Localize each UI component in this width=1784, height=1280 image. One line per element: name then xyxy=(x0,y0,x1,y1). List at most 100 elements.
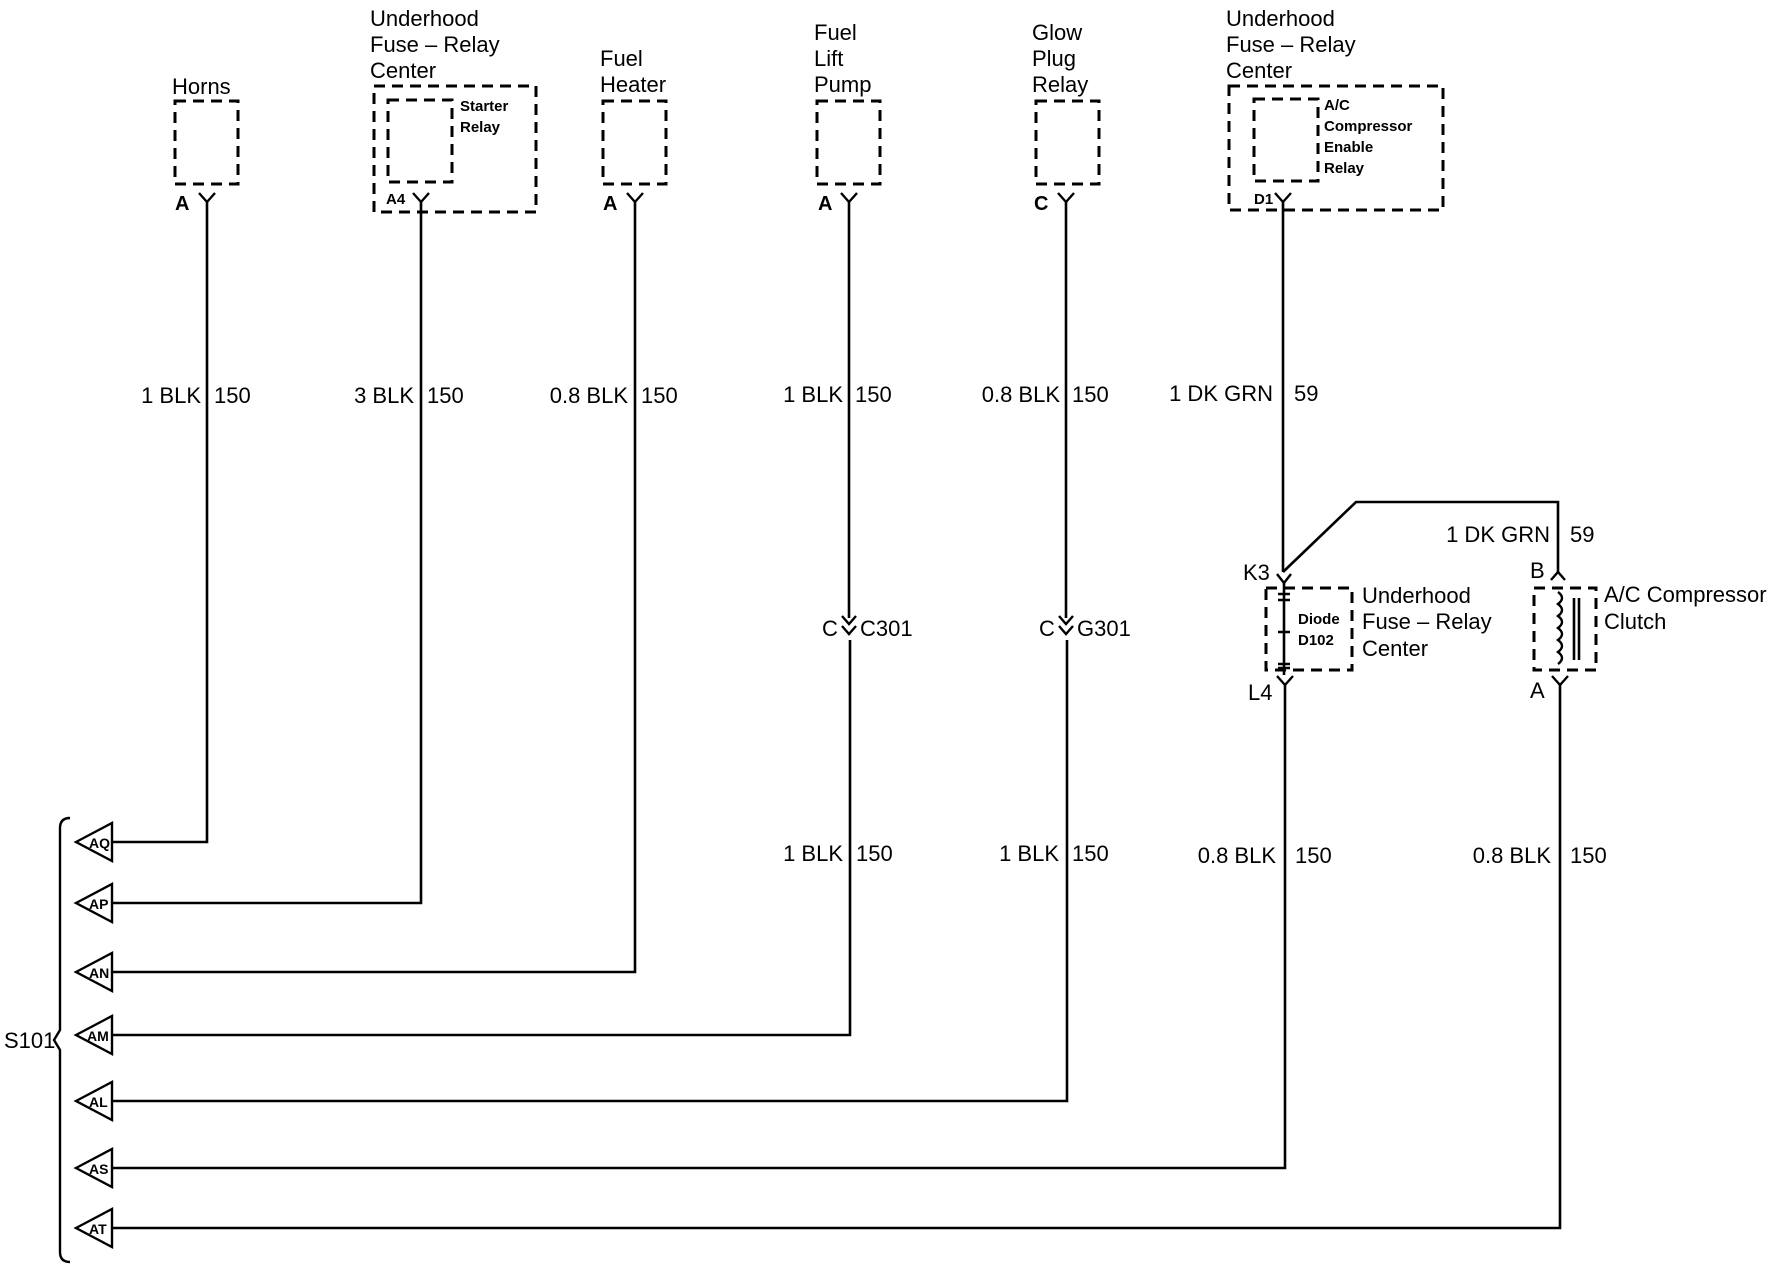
starter-relay-pin: A4 xyxy=(386,191,406,208)
clutch-feed-wire-color: 1 DK GRN xyxy=(1446,522,1550,547)
starter-center-label-2: Fuse – Relay xyxy=(370,32,500,57)
clutch-top-fork xyxy=(1550,570,1566,581)
splice-pin-at: AT xyxy=(73,1207,114,1249)
fuel-heater-label-1: Fuel xyxy=(600,46,643,71)
glow-relay-label-1: Glow xyxy=(1032,20,1082,45)
ac-relay-pin: D1 xyxy=(1254,191,1273,208)
starter-wire-circuit: 150 xyxy=(427,383,464,408)
clutch-box xyxy=(1532,586,1598,672)
diode-symbol xyxy=(1278,592,1290,670)
g301-fork-upper xyxy=(1058,615,1074,626)
splice-pin-at-triangle xyxy=(73,1207,114,1249)
diode-d102-component: K3 Diode D102 Underhood Fuse – Relay Cen… xyxy=(1243,560,1492,705)
horns-wire-color: 1 BLK xyxy=(141,383,201,408)
ac-clutch-component: B A/C Compressor Clutch A xyxy=(1530,558,1767,703)
wires xyxy=(110,202,1562,1230)
g301-pin: C xyxy=(1039,616,1055,641)
clutch-bottom-fork xyxy=(1551,675,1569,687)
splice-pin-at-label: AT xyxy=(89,1221,107,1237)
glow-relay-wire-lower xyxy=(110,640,1069,1103)
splice-pin-as-triangle xyxy=(73,1147,114,1189)
fuel-pump-wire-lower xyxy=(110,640,852,1037)
starter-wire-color: 3 BLK xyxy=(354,383,414,408)
splice-pin-an-triangle xyxy=(73,951,114,993)
diode-pin-bottom: L4 xyxy=(1248,680,1272,705)
fuel-heater-wire xyxy=(110,202,637,974)
splice-pin-ap-label: AP xyxy=(89,896,108,912)
pump-upper-wire-circuit: 150 xyxy=(855,382,892,407)
diode-box xyxy=(1264,586,1354,672)
starter-relay-box xyxy=(386,98,454,184)
fuel-pump-label-1: Fuel xyxy=(814,20,857,45)
splice-pin-al-triangle xyxy=(73,1080,114,1122)
ac-center-box xyxy=(1227,84,1445,212)
ac-fuse-relay-center: Underhood Fuse – Relay Center A/C Compre… xyxy=(1226,6,1445,212)
splice-bracket xyxy=(52,816,71,1264)
fuel-heater-wire-circuit: 150 xyxy=(641,383,678,408)
clutch-feed-wire xyxy=(1282,500,1560,574)
fuel-heater-box xyxy=(601,99,668,186)
glow-relay-box xyxy=(1034,99,1101,186)
ac-center-label-2: Fuse – Relay xyxy=(1226,32,1356,57)
clutch-coil-icon xyxy=(1556,591,1564,665)
clutch-ground-wire xyxy=(110,684,1562,1230)
starter-fork xyxy=(412,192,430,204)
glow-plug-relay-component: Glow Plug Relay C xyxy=(1032,20,1101,215)
horns-fork xyxy=(198,192,216,204)
clutch-lower-wire-color: 0.8 BLK xyxy=(1473,843,1552,868)
horns-component: Horns A xyxy=(172,74,240,215)
starter-fuse-relay-center: Underhood Fuse – Relay Center Starter Re… xyxy=(370,6,538,214)
diode-lower-wire-circuit: 150 xyxy=(1295,843,1332,868)
fuel-pump-pin: A xyxy=(818,193,832,215)
diode-center-label-2: Fuse – Relay xyxy=(1362,609,1492,634)
horns-box xyxy=(173,99,240,186)
splice-pin-aq-label: AQ xyxy=(89,835,110,851)
inline-connector-g301: C G301 xyxy=(1039,615,1131,641)
c301-fork-lower xyxy=(841,625,857,636)
diode-center-label-1: Underhood xyxy=(1362,583,1471,608)
splice-pin-ap-triangle xyxy=(73,882,114,924)
fuel-heater-label-2: Heater xyxy=(600,72,666,97)
diode-bottom-fork xyxy=(1276,675,1294,687)
wire-labels: 1 BLK 150 3 BLK 150 0.8 BLK 150 1 BLK 15… xyxy=(141,381,1607,868)
starter-relay-label-1: Starter xyxy=(460,98,509,115)
glow-lower-wire-color: 1 BLK xyxy=(999,841,1059,866)
diode-center-label-3: Center xyxy=(1362,636,1428,661)
diode-top-fork xyxy=(1276,573,1292,585)
ac-enable-relay-box xyxy=(1252,97,1320,183)
starter-center-box xyxy=(372,84,538,214)
clutch-feed-wire-circuit: 59 xyxy=(1570,522,1594,547)
ac-relay-label-2: Compressor xyxy=(1324,118,1413,135)
glow-relay-label-3: Relay xyxy=(1032,72,1088,97)
fuel-pump-label-2: Lift xyxy=(814,46,843,71)
diode-lower-wire-color: 0.8 BLK xyxy=(1198,843,1277,868)
glow-upper-wire-circuit: 150 xyxy=(1072,382,1109,407)
clutch-pin-bottom: A xyxy=(1530,678,1545,703)
top-connector-forks xyxy=(198,192,1292,204)
clutch-label-2: Clutch xyxy=(1604,609,1666,634)
fuel-heater-component: Fuel Heater A xyxy=(600,46,668,215)
glow-lower-wire-circuit: 150 xyxy=(1072,841,1109,866)
inline-connector-c301: C C301 xyxy=(822,615,913,641)
diode-name-1: Diode xyxy=(1298,611,1340,628)
fuel-pump-box xyxy=(815,99,882,186)
fuel-lift-pump-component: Fuel Lift Pump A xyxy=(814,20,882,215)
horns-pin: A xyxy=(175,193,189,215)
ac-enable-wire-color: 1 DK GRN xyxy=(1169,381,1273,406)
starter-center-label-1: Underhood xyxy=(370,6,479,31)
glow-upper-wire-color: 0.8 BLK xyxy=(982,382,1061,407)
clutch-lower-wire-circuit: 150 xyxy=(1570,843,1607,868)
fuel-pump-label-3: Pump xyxy=(814,72,871,97)
ac-enable-wire-circuit: 59 xyxy=(1294,381,1318,406)
splice-pin-an-label: AN xyxy=(89,965,109,981)
pump-lower-wire-circuit: 150 xyxy=(856,841,893,866)
ac-relay-label-3: Enable xyxy=(1324,139,1373,156)
c301-name: C301 xyxy=(860,616,913,641)
splice-s101: S101 AQ AP AN AM AL AS AT xyxy=(4,816,114,1264)
pump-lower-wire-color: 1 BLK xyxy=(783,841,843,866)
splice-pin-al-label: AL xyxy=(89,1094,108,1110)
c301-pin: C xyxy=(822,616,838,641)
horns-wire-circuit: 150 xyxy=(214,383,251,408)
horns-label: Horns xyxy=(172,74,231,99)
